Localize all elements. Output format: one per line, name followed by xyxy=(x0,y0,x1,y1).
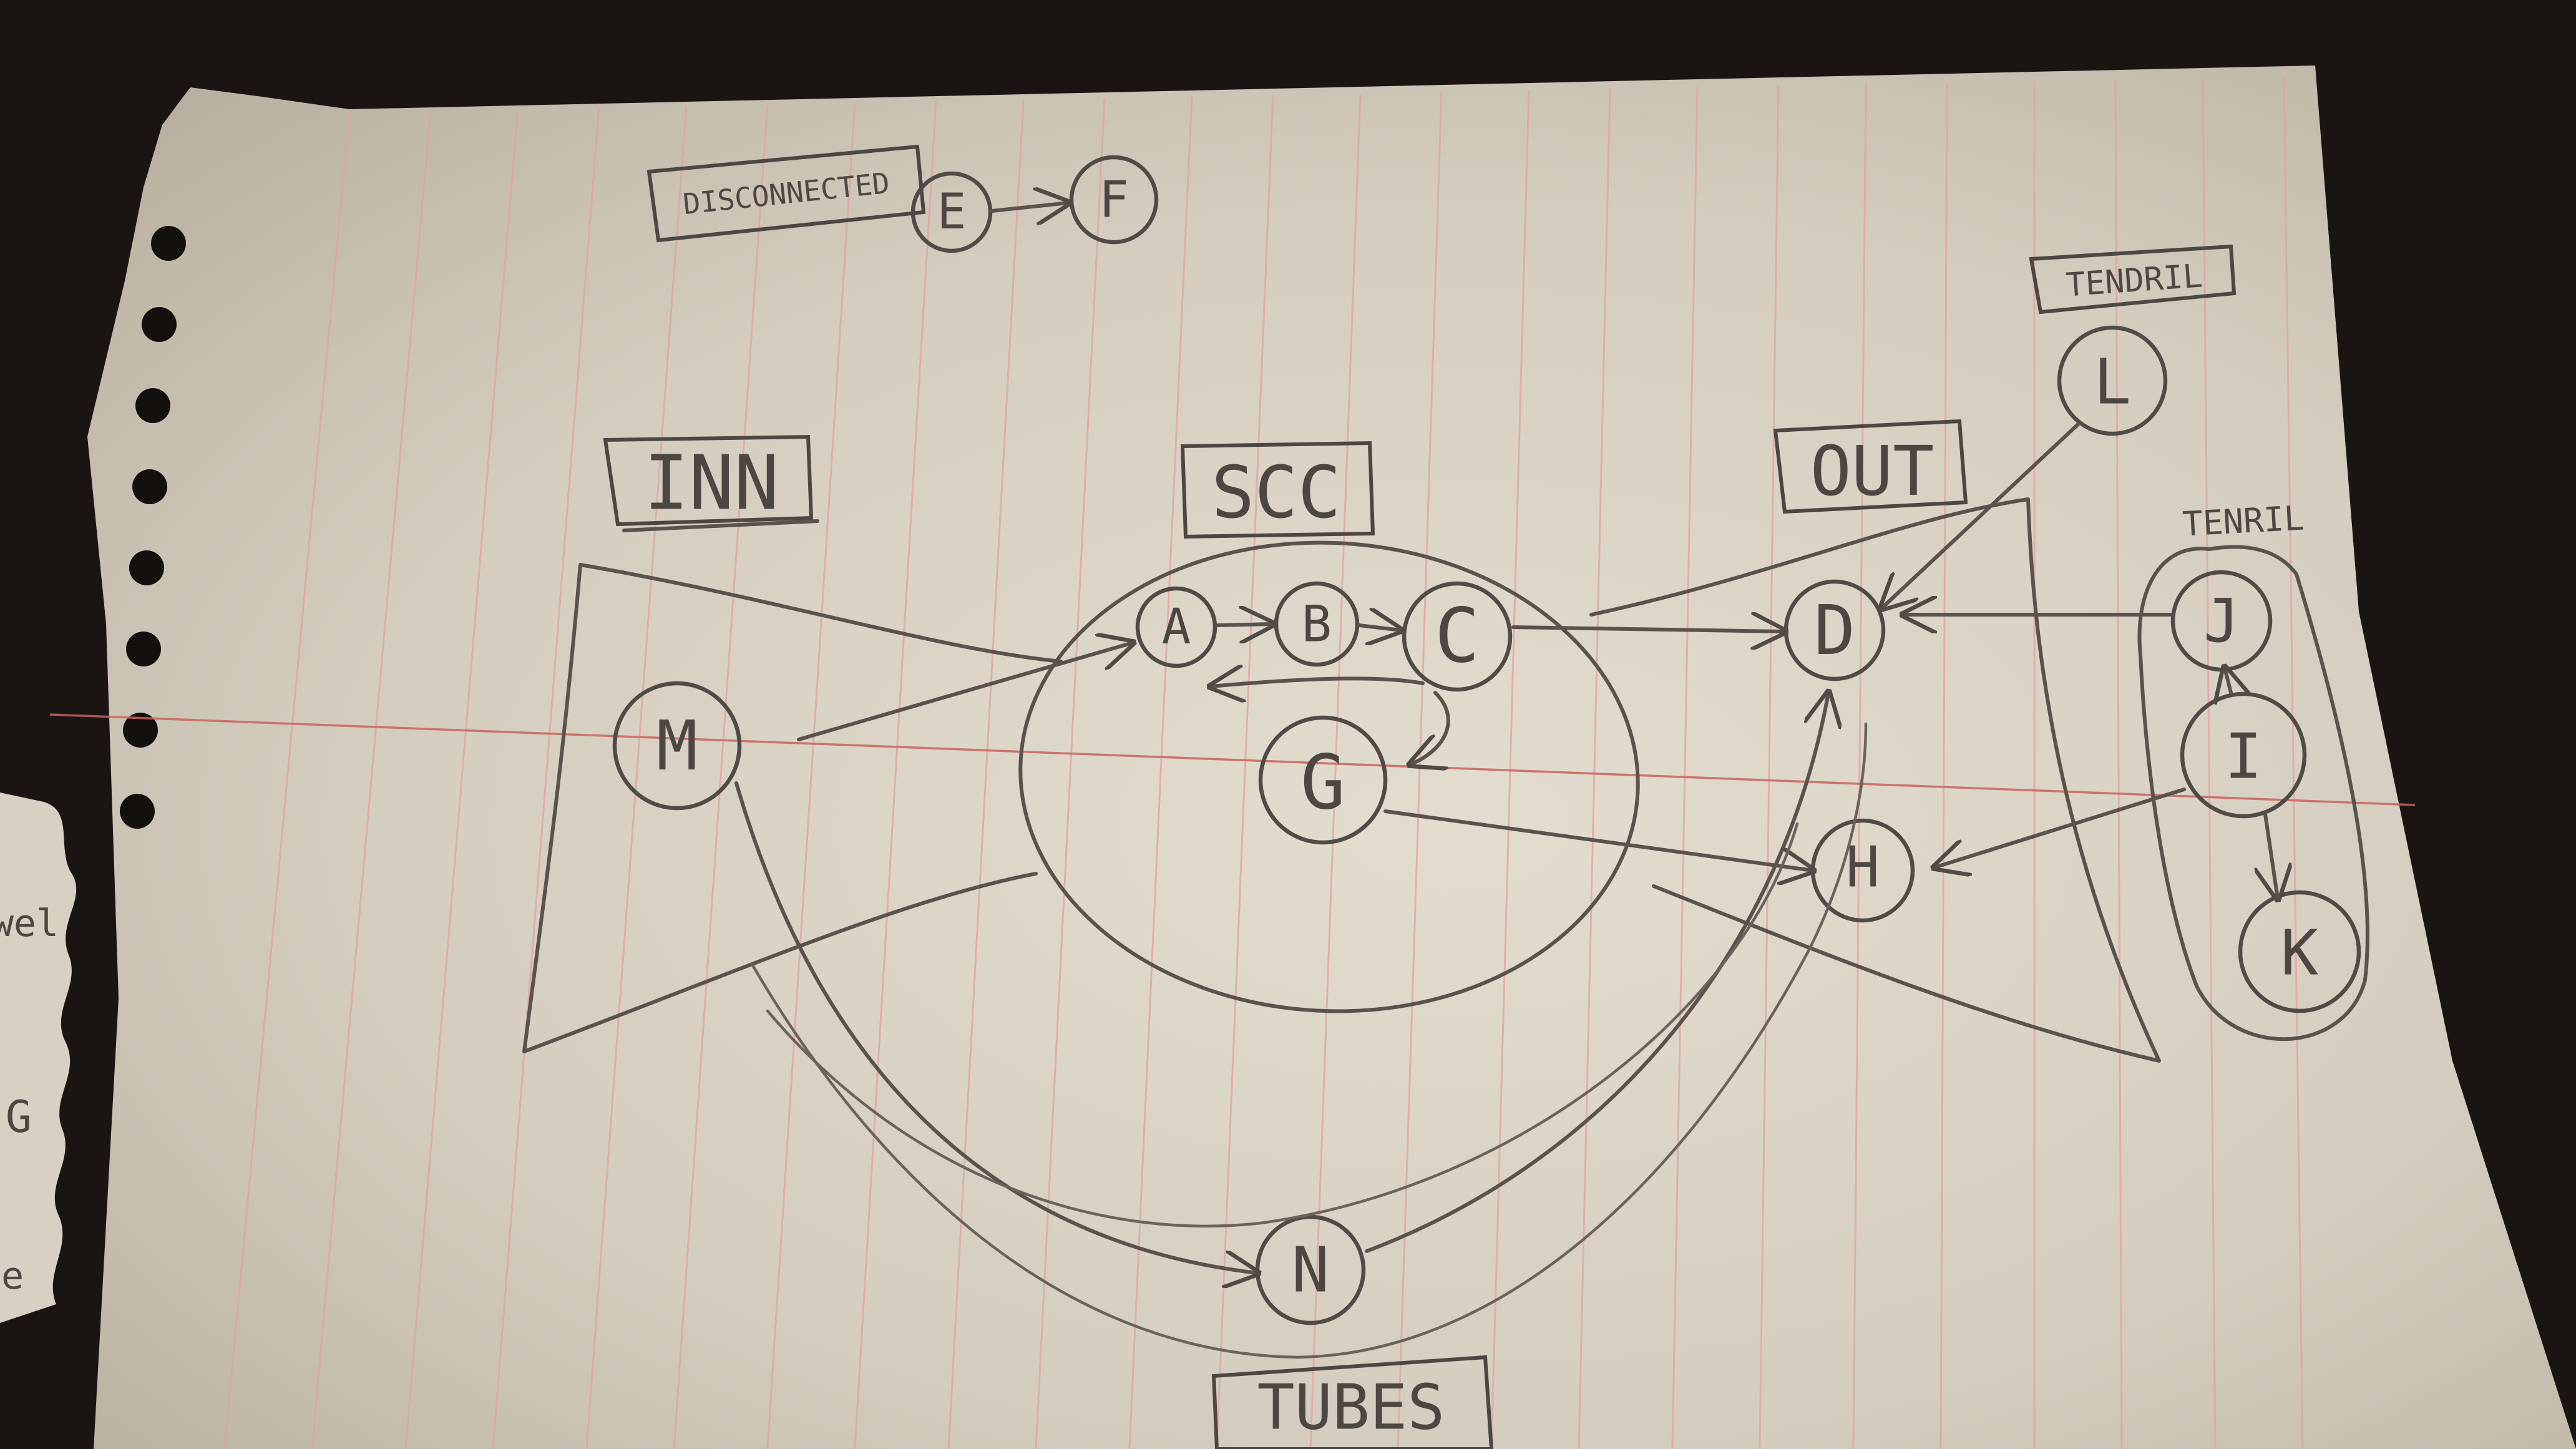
node-E: E xyxy=(910,171,993,253)
edge-L-D xyxy=(1881,422,2080,608)
scc-circle xyxy=(1018,540,1640,1013)
inn-label: INN xyxy=(603,434,819,532)
tenril-label: TENRIL xyxy=(2182,498,2305,544)
svg-text:G: G xyxy=(1300,740,1345,827)
out-label: OUT xyxy=(1773,419,1968,514)
svg-text:SCC: SCC xyxy=(1211,451,1341,535)
svg-text:TUBES: TUBES xyxy=(1257,1371,1445,1444)
tenril-enclosure xyxy=(2137,545,2369,1042)
edge-I-K xyxy=(2265,812,2278,899)
tube-band xyxy=(750,722,1868,1359)
svg-text:INN: INN xyxy=(644,441,779,527)
svg-text:M: M xyxy=(656,706,698,786)
svg-text:OUT: OUT xyxy=(1810,431,1934,511)
svg-text:L: L xyxy=(2094,346,2131,419)
edge-M-N xyxy=(734,781,1257,1273)
edge-I-H xyxy=(1934,788,2186,867)
node-K: K xyxy=(2238,890,2361,1013)
edge-G-H xyxy=(1383,809,1813,871)
tube-band-inner xyxy=(766,822,1799,1228)
edge-N-D xyxy=(1365,693,1828,1253)
edge-M-A xyxy=(797,643,1133,741)
edge-I-J xyxy=(2225,668,2231,693)
notebook-fragment xyxy=(0,793,77,1323)
out-component-shape xyxy=(1589,497,2161,1063)
svg-text:J: J xyxy=(2203,586,2240,656)
red-margin-line xyxy=(49,713,2416,806)
node-C: C xyxy=(1402,581,1513,692)
tubes-label: TUBES xyxy=(1211,1355,1494,1449)
node-L: L xyxy=(2057,325,2168,436)
edge-B-C xyxy=(1357,625,1401,630)
margin-fragment-e: e xyxy=(1,1254,24,1298)
svg-text:E: E xyxy=(937,184,967,240)
margin-fragment-wel: wel xyxy=(0,902,59,945)
edge-C-G xyxy=(1410,691,1450,764)
svg-text:C: C xyxy=(1435,593,1480,680)
edge-A-B xyxy=(1215,624,1273,625)
paper-ruling xyxy=(223,76,2304,1449)
in-component-shape xyxy=(522,563,1063,1053)
svg-text:F: F xyxy=(1099,171,1129,229)
svg-text:H: H xyxy=(1846,835,1880,900)
svg-text:A: A xyxy=(1162,599,1191,655)
spiral-holes xyxy=(120,226,186,829)
node-G: G xyxy=(1258,715,1388,845)
edge-C-D xyxy=(1511,627,1785,632)
svg-text:D: D xyxy=(1814,590,1855,670)
svg-text:I: I xyxy=(2225,720,2262,793)
svg-text:N: N xyxy=(1292,1234,1329,1307)
edge-C-A xyxy=(1211,678,1425,686)
paper-sheet xyxy=(87,66,2576,1449)
edge-E-F xyxy=(990,203,1068,211)
svg-text:K: K xyxy=(2281,917,2318,990)
node-M: M xyxy=(612,681,742,811)
margin-fragment-g: G xyxy=(6,1091,32,1143)
node-F: F xyxy=(1069,155,1159,245)
scc-label: SCC xyxy=(1180,441,1375,539)
node-A: A xyxy=(1135,586,1217,668)
svg-text:B: B xyxy=(1302,595,1332,653)
